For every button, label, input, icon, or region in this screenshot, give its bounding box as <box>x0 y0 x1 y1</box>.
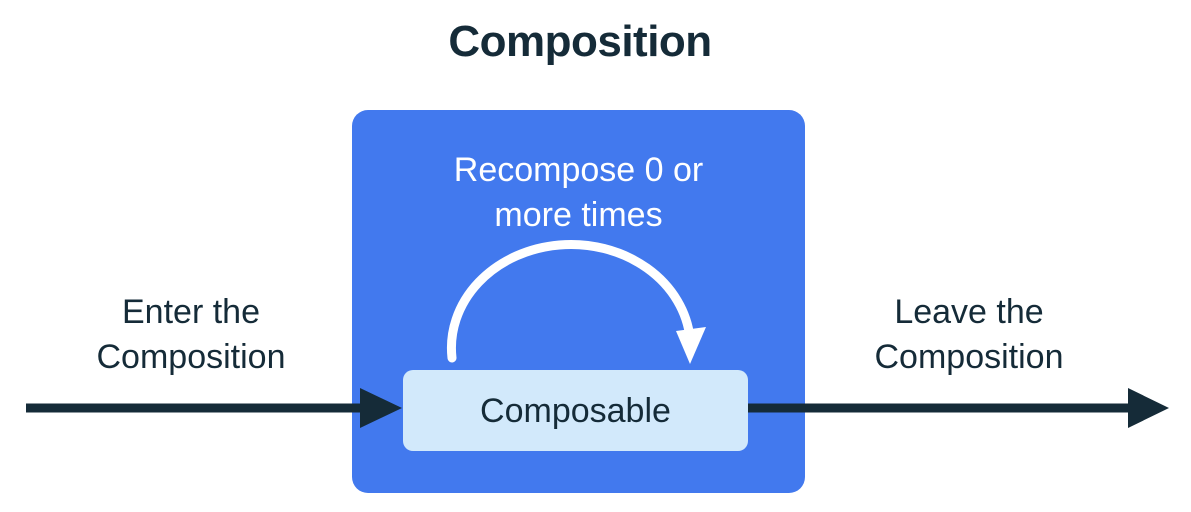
recompose-caption-line2: more times <box>494 196 663 234</box>
leave-arrow-head <box>1128 388 1169 428</box>
composable-label: Composable <box>480 391 671 430</box>
recompose-caption: Recompose 0 or more times <box>352 148 805 238</box>
enter-arrow-icon <box>26 388 402 428</box>
leave-composition-caption: Leave the Composition <box>874 293 1064 376</box>
leave-arrow-icon <box>748 388 1169 428</box>
enter-composition-caption: Enter the Composition <box>96 293 286 376</box>
composable-node: Composable <box>403 370 748 451</box>
recompose-caption-line1: Recompose 0 or <box>453 151 704 189</box>
page-title: Composition <box>448 17 712 66</box>
